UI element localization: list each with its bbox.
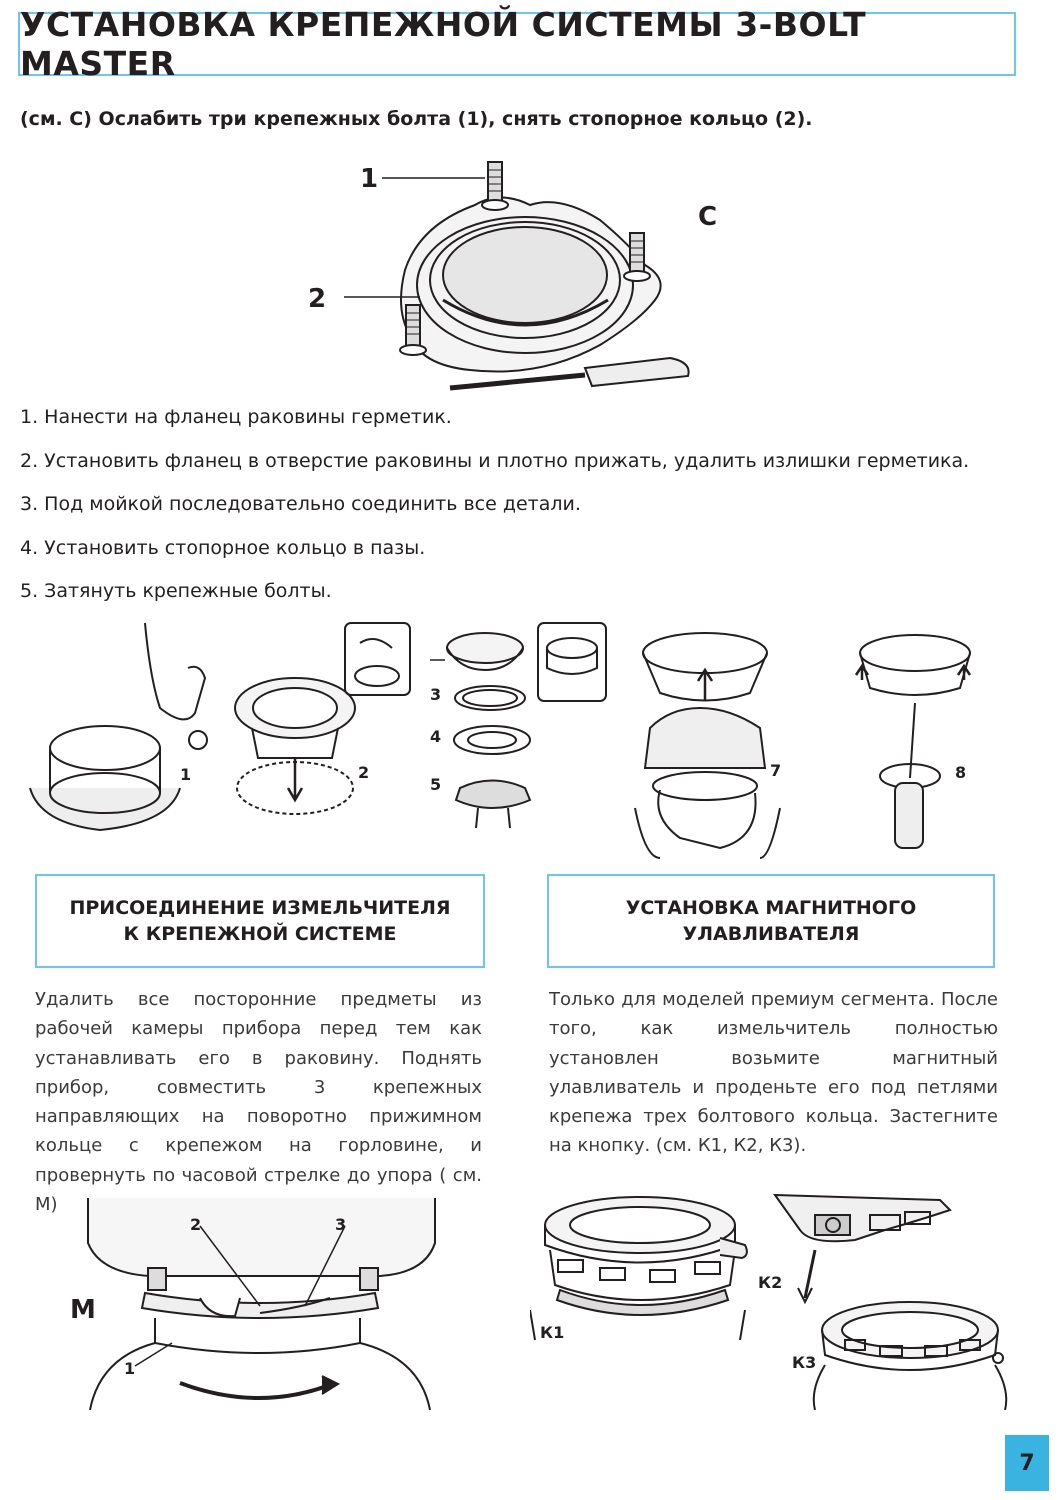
page-title: УСТАНОВКА КРЕПЕЖНОЙ СИСТЕМЫ 3-BOLT MASTE… xyxy=(20,5,1014,83)
step-label-2: 2 xyxy=(358,763,369,782)
figure-k3-label: К3 xyxy=(792,1353,816,1372)
section-title-line: К КРЕПЕЖНОЙ СИСТЕМЕ xyxy=(124,923,397,945)
list-item: 3. Под мойкой последовательно соединить … xyxy=(20,490,969,534)
installation-sequence-illustration: 1 2 3 4 5 7 8 xyxy=(20,618,1040,866)
section-title-line: ПРИСОЕДИНЕНИЕ ИЗМЕЛЬЧИТЕЛЯ xyxy=(69,897,450,919)
list-item: 1. Нанести на фланец раковины герметик. xyxy=(20,403,969,447)
figure-c-label-c: С xyxy=(698,202,717,232)
section-title-magnet: УСТАНОВКА МАГНИТНОГО УЛАВЛИВАТЕЛЯ xyxy=(626,895,916,947)
step-label-7: 7 xyxy=(770,761,781,780)
figure-m-attach-disposer: M 1 2 3 xyxy=(60,1198,450,1410)
section-title-box-attach: ПРИСОЕДИНЕНИЕ ИЗМЕЛЬЧИТЕЛЯ К КРЕПЕЖНОЙ С… xyxy=(35,874,485,968)
figure-k1-label: К1 xyxy=(540,1323,564,1342)
list-item: 5. Затянуть крепежные болты. xyxy=(20,577,969,621)
attach-instructions: Удалить все посторонние предметы из рабо… xyxy=(35,985,482,1219)
step-label-4: 4 xyxy=(430,727,441,746)
page-title-box: УСТАНОВКА КРЕПЕЖНОЙ СИСТЕМЫ 3-BOLT MASTE… xyxy=(18,12,1016,76)
list-item: 4. Установить стопорное кольцо в пазы. xyxy=(20,534,969,578)
figure-c-mounting-flange: 1 2 С xyxy=(300,150,760,400)
step-label-1: 1 xyxy=(180,765,191,784)
step-label-8: 8 xyxy=(955,763,966,782)
figure-m-label: M xyxy=(70,1295,96,1325)
intro-instruction: (см. С) Ослабить три крепежных болта (1)… xyxy=(20,108,813,130)
list-item: 2. Установить фланец в отверстие раковин… xyxy=(20,447,969,491)
magnet-instructions: Только для моделей премиум сегмента. Пос… xyxy=(549,985,998,1161)
page-number: 7 xyxy=(1005,1435,1049,1491)
figure-m-label-1: 1 xyxy=(124,1359,135,1378)
figure-m-label-2: 2 xyxy=(190,1215,201,1234)
install-steps-list: 1. Нанести на фланец раковины герметик. … xyxy=(20,403,969,621)
step-label-5: 5 xyxy=(430,775,441,794)
section-title-box-magnet: УСТАНОВКА МАГНИТНОГО УЛАВЛИВАТЕЛЯ xyxy=(547,874,995,968)
step-label-3: 3 xyxy=(430,685,441,704)
figure-c-label-2: 2 xyxy=(308,284,326,314)
section-title-attach: ПРИСОЕДИНЕНИЕ ИЗМЕЛЬЧИТЕЛЯ К КРЕПЕЖНОЙ С… xyxy=(69,895,450,947)
section-title-line: УЛАВЛИВАТЕЛЯ xyxy=(683,923,860,945)
section-title-line: УСТАНОВКА МАГНИТНОГО xyxy=(626,897,916,919)
figure-k2-label: К2 xyxy=(758,1273,782,1292)
figure-k-magnet-catcher: К1 К2 К3 xyxy=(530,1190,1030,1410)
figure-m-label-3: 3 xyxy=(335,1215,346,1234)
figure-c-label-1: 1 xyxy=(360,164,378,194)
